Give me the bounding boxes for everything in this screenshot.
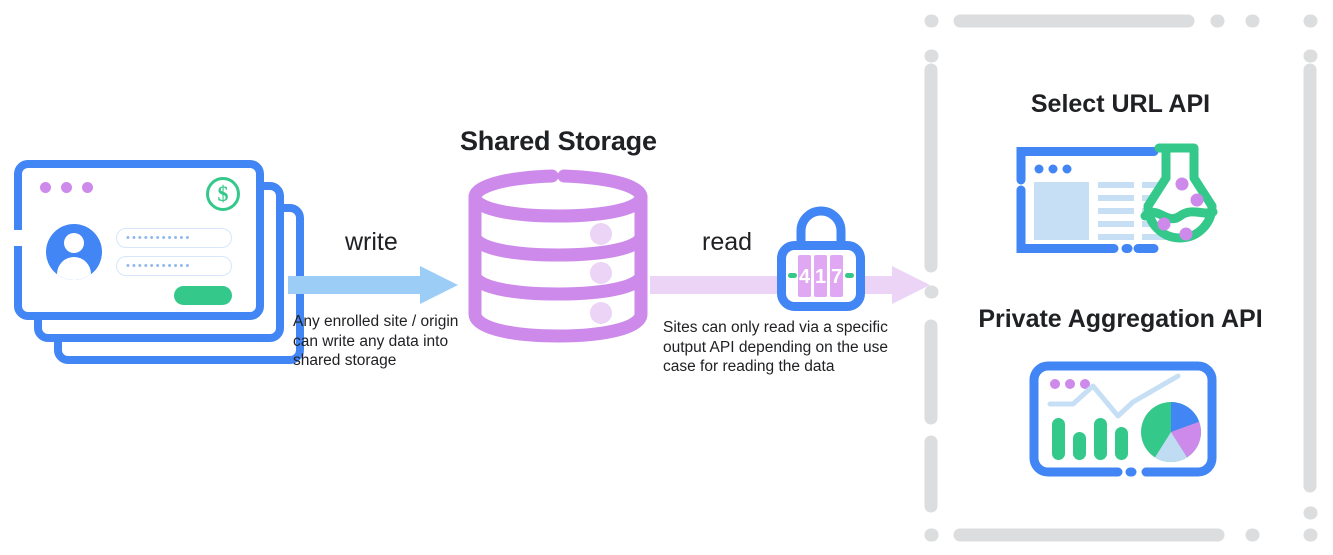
write-label: write	[345, 228, 398, 256]
write-arrow-icon	[288, 266, 458, 304]
card-notch	[14, 230, 22, 246]
svg-text:4: 4	[799, 266, 811, 288]
panel-dashed-border	[924, 14, 1318, 542]
browser-window-with-flask-icon	[1016, 143, 1218, 253]
avatar	[46, 224, 102, 280]
read-note: Sites can only read via a specific outpu…	[663, 319, 888, 375]
output-apis-panel: Select URL API	[918, 8, 1323, 548]
write-note: Any enrolled site / origin can write any…	[293, 313, 459, 369]
dashboard-charts-icon	[1029, 361, 1217, 477]
svg-text:7: 7	[831, 266, 842, 288]
read-label: read	[702, 228, 753, 256]
browser-card-front: $ ••••••••••• •••••••••••	[14, 160, 264, 320]
window-dots-icon	[40, 182, 93, 193]
shared-storage-title: Shared Storage	[460, 126, 657, 156]
source-sites-stack: $ ••••••••••• •••••••••••	[14, 160, 304, 365]
database-cylinder-icon	[468, 169, 648, 343]
password-field[interactable]: •••••••••••	[116, 256, 232, 276]
username-field[interactable]: •••••••••••	[116, 228, 232, 248]
submit-button[interactable]	[174, 286, 232, 305]
select-url-api-title: Select URL API	[1030, 90, 1211, 118]
dollar-circle-icon: $	[206, 177, 240, 211]
private-aggregation-api-title: Private Aggregation API	[978, 305, 1263, 333]
svg-text:1: 1	[815, 266, 826, 288]
